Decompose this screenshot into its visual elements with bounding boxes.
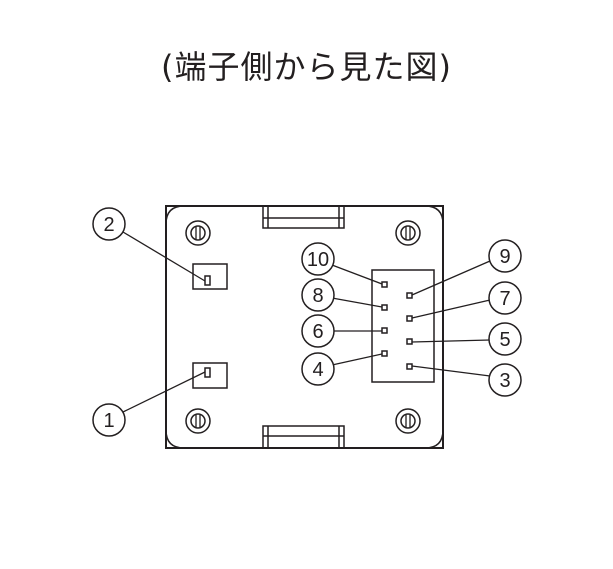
callout-6: 6: [301, 314, 335, 348]
bottom-latch: [262, 425, 345, 449]
svg-text:7: 7: [499, 288, 510, 310]
callout-2: 2: [92, 207, 126, 241]
callout-10: 10: [301, 242, 335, 276]
svg-text:8: 8: [312, 285, 323, 307]
board-inner-outline: [165, 205, 444, 449]
svg-text:6: 6: [312, 321, 323, 343]
connector: [371, 269, 435, 383]
callout-7: 7: [488, 281, 522, 315]
callout-9: 9: [488, 239, 522, 273]
callout-4: 4: [301, 352, 335, 386]
svg-text:3: 3: [499, 370, 510, 392]
callout-8: 8: [301, 278, 335, 312]
screw-bottom-right-icon: [395, 408, 421, 434]
callout-5: 5: [488, 322, 522, 356]
svg-text:4: 4: [312, 359, 323, 381]
svg-text:9: 9: [499, 246, 510, 268]
leader-lines: [122, 231, 491, 413]
svg-text:5: 5: [499, 329, 510, 351]
callout-1: 1: [92, 403, 126, 437]
top-latch: [262, 205, 345, 229]
svg-text:1: 1: [103, 410, 114, 432]
svg-text:2: 2: [103, 214, 114, 236]
diagram-title: (端子側から見た図): [161, 48, 452, 86]
svg-text:10: 10: [307, 249, 329, 271]
screw-top-left-icon: [185, 220, 211, 246]
screw-bottom-left-icon: [185, 408, 211, 434]
screw-top-right-icon: [395, 220, 421, 246]
callout-3: 3: [488, 363, 522, 397]
